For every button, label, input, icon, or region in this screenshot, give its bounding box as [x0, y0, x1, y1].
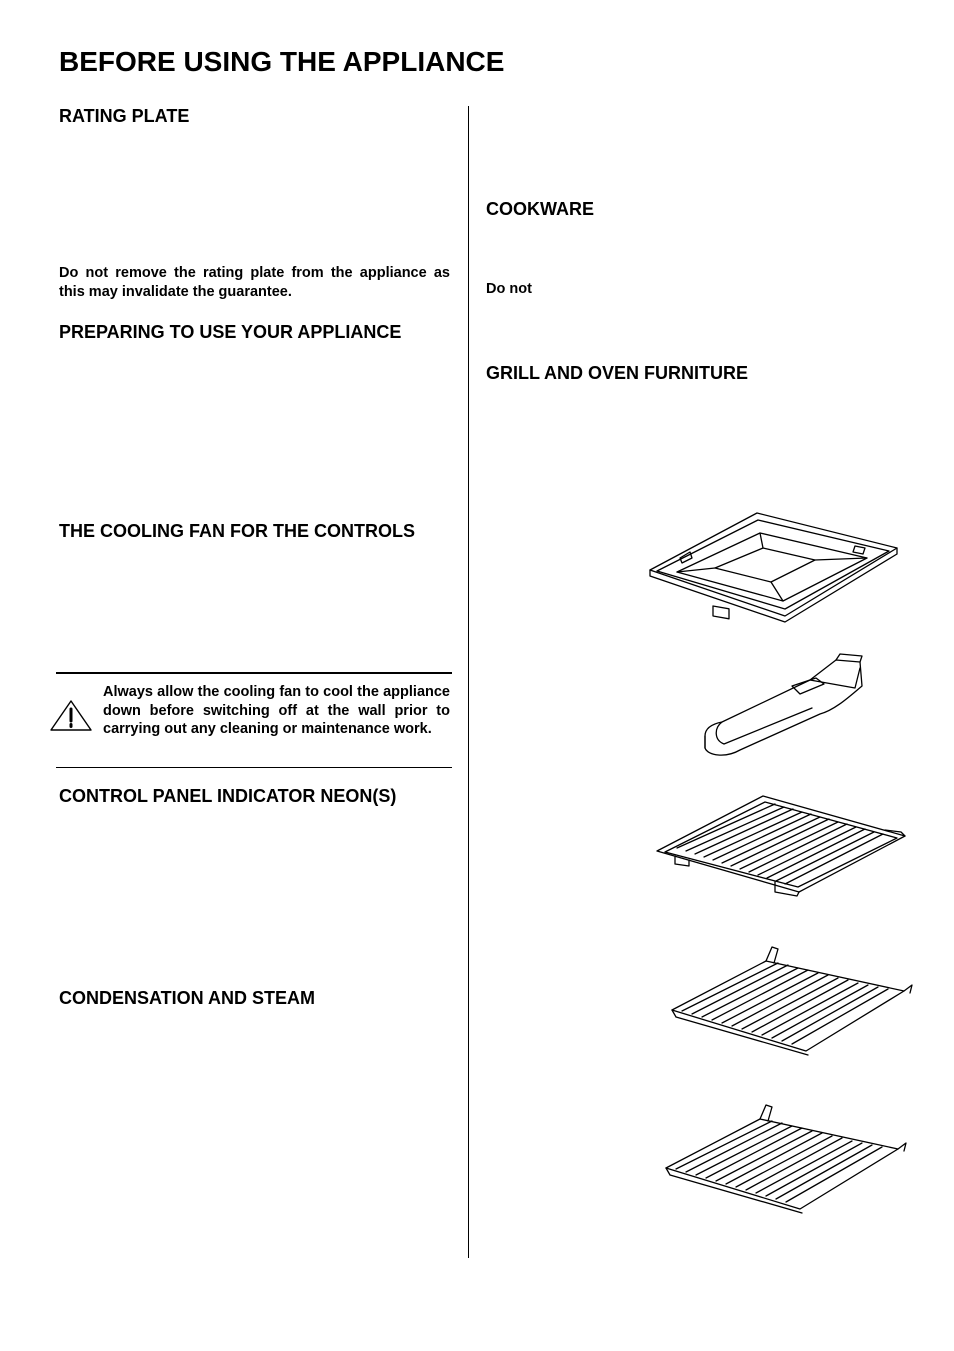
condensation-heading: CONDENSATION AND STEAM: [59, 988, 315, 1008]
furniture-heading: GRILL AND OVEN FURNITURE: [486, 363, 749, 383]
cookware-heading: COOKWARE: [486, 199, 594, 219]
preparing-heading: PREPARING TO USE YOUR APPLIANCE: [59, 322, 402, 342]
rating-plate-note: Do not remove the rating plate from the …: [59, 265, 450, 300]
rating-plate-heading: RATING PLATE: [59, 106, 190, 126]
warning-bottom-rule: [56, 767, 452, 768]
cooling-fan-heading: THE COOLING FAN FOR THE CONTROLS: [59, 521, 415, 541]
oven-shelf-illustration: [671, 946, 913, 1056]
oven-shelf-2-illustration: [665, 1104, 907, 1214]
warning-text: Always allow the cooling fan to cool the…: [103, 684, 450, 737]
grill-handle-illustration: [704, 653, 863, 756]
neon-heading: CONTROL PANEL INDICATOR NEON(S): [59, 786, 397, 806]
warning-top-rule: [56, 672, 452, 674]
do-not-text: Do not: [486, 281, 532, 297]
column-divider: [468, 106, 469, 1258]
grill-rack-illustration: [656, 795, 906, 897]
page-title: BEFORE USING THE APPLIANCE: [59, 46, 505, 77]
grill-pan-illustration: [649, 512, 898, 623]
warning-triangle-icon: [50, 700, 92, 731]
